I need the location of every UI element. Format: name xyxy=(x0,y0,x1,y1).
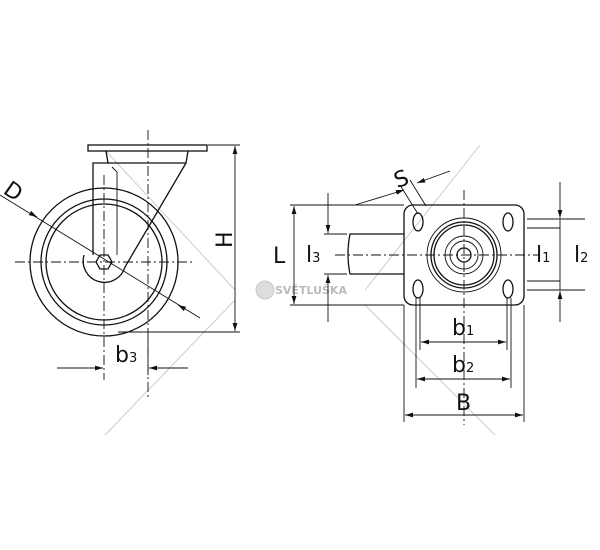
label-S: S xyxy=(391,166,413,194)
label-l2: l2 xyxy=(574,243,588,268)
hub xyxy=(82,254,126,283)
label-H: H xyxy=(213,231,238,248)
top-view: S L l3 l1 l2 b1 b2 B xyxy=(273,166,588,425)
wheel-rim xyxy=(40,198,168,326)
side-view: D H b3 xyxy=(0,130,240,400)
label-b1: b1 xyxy=(452,316,474,341)
fork-left xyxy=(92,150,109,255)
mounting-holes xyxy=(412,212,514,299)
label-b2: b2 xyxy=(452,353,474,378)
label-L: L xyxy=(273,244,286,269)
mounting-plate xyxy=(87,144,208,152)
watermark-logo: SVĚTLUŠKA xyxy=(255,280,347,300)
watermark-text: SVĚTLUŠKA xyxy=(275,284,347,297)
fork-right xyxy=(108,150,189,268)
stem xyxy=(347,233,404,275)
axle-nut xyxy=(95,254,113,270)
top-plate xyxy=(403,204,525,306)
label-D: D xyxy=(0,177,27,207)
label-B: B xyxy=(456,391,471,416)
wheel-outer xyxy=(29,187,179,337)
label-l1: l1 xyxy=(536,243,550,268)
label-b3: b3 xyxy=(115,343,137,368)
label-l3: l3 xyxy=(306,243,320,268)
